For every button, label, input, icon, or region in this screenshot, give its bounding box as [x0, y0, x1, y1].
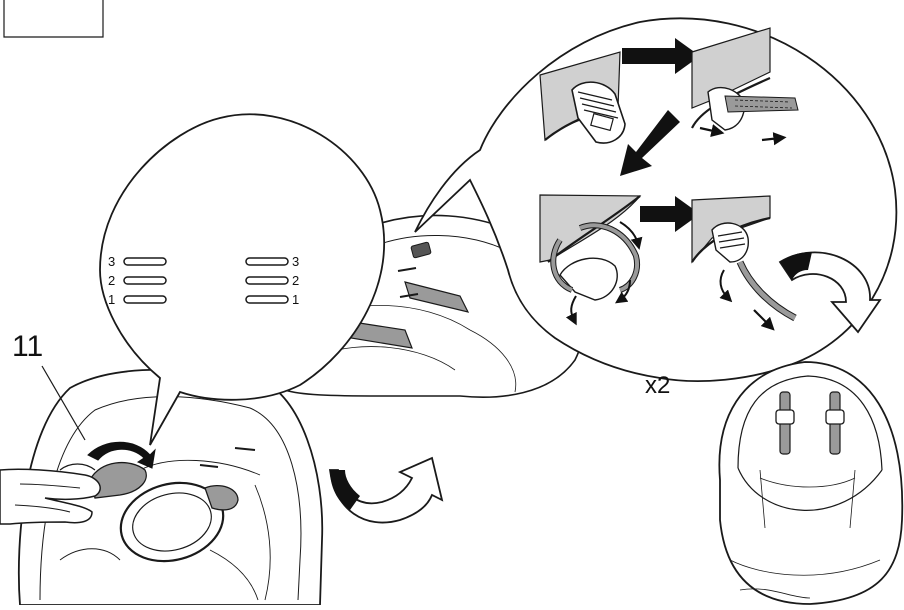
- slot-left-2: [124, 277, 166, 284]
- interior-buckle-right: [826, 410, 844, 424]
- slot-right-2: [246, 277, 288, 284]
- slot-left-1: [124, 296, 166, 303]
- slot-label-left-1: 1: [108, 292, 115, 307]
- slot-right-1: [246, 296, 288, 303]
- interior-buckle-left: [776, 410, 794, 424]
- slot-column-right: 3 2 1: [246, 254, 299, 307]
- step-number: 11: [12, 330, 43, 363]
- slot-label-left-3: 3: [108, 254, 115, 269]
- repeat-multiplier: x2: [645, 372, 670, 399]
- slot-left-3: [124, 258, 166, 265]
- page-number-box: [4, 0, 103, 37]
- slot-label-right-3: 3: [292, 254, 299, 269]
- hood-interior-view: [719, 362, 902, 604]
- slot-label-right-2: 2: [292, 273, 299, 288]
- slot-label-right-1: 1: [292, 292, 299, 307]
- flip-over-arrow: [330, 458, 442, 523]
- slot-right-3: [246, 258, 288, 265]
- slot-label-left-2: 2: [108, 273, 115, 288]
